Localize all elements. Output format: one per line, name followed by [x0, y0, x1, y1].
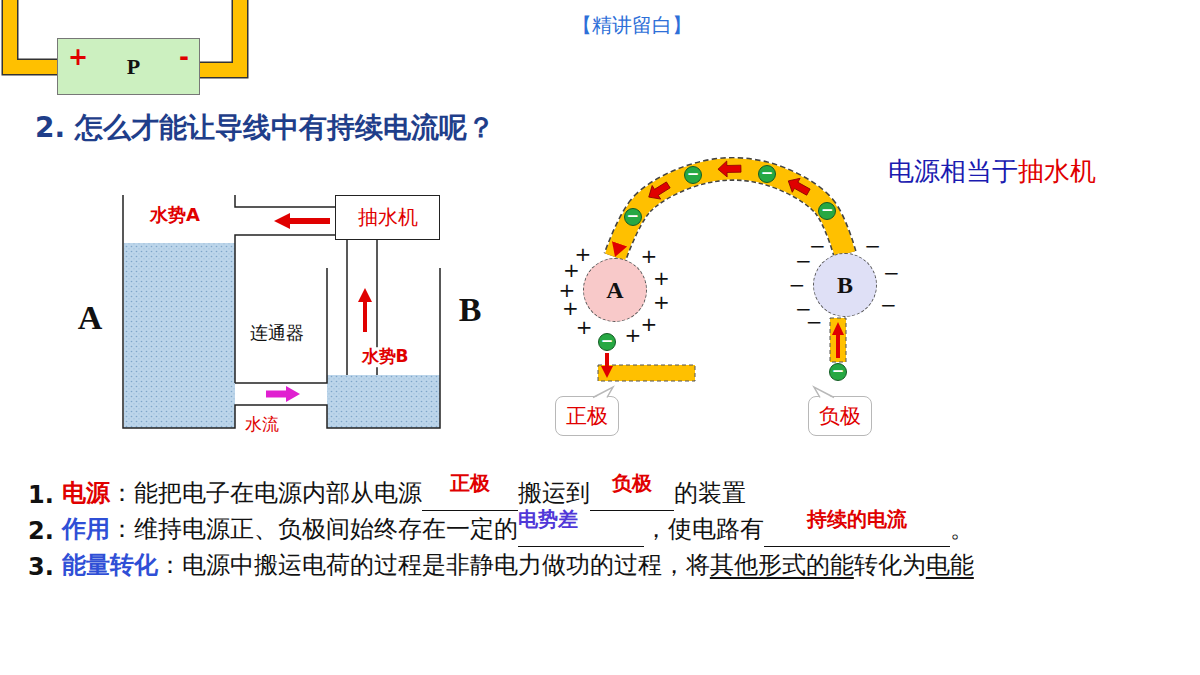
charged-sphere: B [813, 253, 877, 317]
node-label: 正极 [566, 404, 608, 428]
fill-blank: 正极 [422, 480, 518, 511]
positive-charge: + [641, 245, 658, 268]
callout-tail [808, 386, 872, 400]
item-keyword: 电源 [62, 477, 110, 511]
item-keyword: 2. [28, 517, 54, 547]
water-level-label: 水势A [150, 205, 200, 226]
body-text: ：电源中搬运电荷的过程是非静电力做功的过程，将 [158, 549, 710, 583]
body-text: 转化为 [854, 549, 926, 583]
node-label: 负极 [819, 404, 861, 428]
node-label: - [179, 43, 189, 71]
negative-charge: − [864, 234, 881, 257]
body-text: ：维持电源正、负极间始终存在一定的 [110, 513, 518, 547]
positive-charge: + [576, 315, 593, 338]
container-label: B [459, 290, 482, 329]
flow-arrow [266, 213, 372, 402]
fill-blank: 持续的电流 [764, 516, 950, 547]
body-text: 搬运到 [518, 477, 590, 511]
node-label: + [68, 43, 88, 71]
fill-blank: 电势差 [518, 516, 644, 547]
positive-charge: + [653, 266, 670, 289]
current-arrow [784, 174, 812, 199]
item-keyword: 作用 [62, 513, 110, 547]
negative-charge: − [809, 234, 826, 257]
pump-box: 抽水机 [335, 195, 440, 240]
water-tank [123, 195, 440, 428]
negative-charge: − [883, 261, 900, 284]
body-text: 。 [950, 513, 974, 547]
node-label: P [127, 54, 140, 80]
body-text: ，使电路有 [644, 513, 764, 547]
current-arrow [718, 161, 741, 178]
power-source-box: + P - [57, 38, 200, 95]
electron: − [829, 363, 847, 381]
item-keyword: 3. [28, 553, 54, 583]
negative-charge: − [789, 274, 806, 297]
answer-text: 负极 [590, 470, 674, 497]
charged-sphere: A [583, 258, 647, 322]
electron: − [818, 202, 836, 220]
analogy-text: 电源相当于 [888, 157, 1018, 187]
item-keyword: 1. [28, 481, 54, 511]
electron: − [598, 333, 616, 351]
node-label: 抽水机 [358, 204, 418, 231]
body-text: 的装置 [674, 477, 746, 511]
answer-text: 电势差 [518, 506, 644, 533]
analogy-text: 抽水机 [1018, 157, 1096, 187]
heading: 2. 怎么才能让导线中有持续电流呢？ [35, 112, 495, 144]
body-text: ：能把电子在电源内部从电源 [110, 477, 422, 511]
positive-charge: + [641, 312, 658, 335]
body-text: 电能 [926, 549, 974, 583]
answer-text: 正极 [422, 470, 518, 497]
node-label: B [837, 272, 853, 299]
positive-charge: + [653, 291, 670, 314]
callout: 负极 [808, 396, 872, 436]
water-level-label: 水势B [360, 347, 411, 367]
negative-charge: − [880, 294, 897, 317]
text-line: 1. 电源：能把电子在电源内部从电源正极搬运到负极的装置 [28, 475, 746, 511]
positive-charge: + [625, 323, 642, 346]
negative-charge: − [806, 310, 823, 333]
conducting-wire [615, 161, 845, 257]
callout-tail [555, 386, 619, 400]
callout: 正极 [555, 396, 619, 436]
part-label: 连通器 [250, 323, 304, 344]
item-keyword: 能量转化 [62, 549, 158, 583]
current-arrow [645, 178, 673, 204]
positive-charge: + [574, 243, 591, 266]
text-line: 2. 作用：维持电源正、负极间始终存在一定的电势差，使电路有持续的电流。 [28, 511, 974, 547]
flow-label: 水流 [245, 415, 279, 435]
answer-text: 持续的电流 [764, 506, 950, 533]
electron: − [624, 208, 642, 226]
container-label: A [78, 298, 103, 337]
fill-blank: 负极 [590, 480, 674, 511]
body-text: 其他形式的能 [710, 549, 854, 583]
text-line: 3. 能量转化：电源中搬运电荷的过程是非静电力做功的过程，将其他形式的能转化为电能 [28, 547, 974, 583]
electron: − [758, 165, 776, 183]
note-tag: 【精讲留白】 [572, 14, 692, 37]
node-label: A [606, 277, 623, 304]
